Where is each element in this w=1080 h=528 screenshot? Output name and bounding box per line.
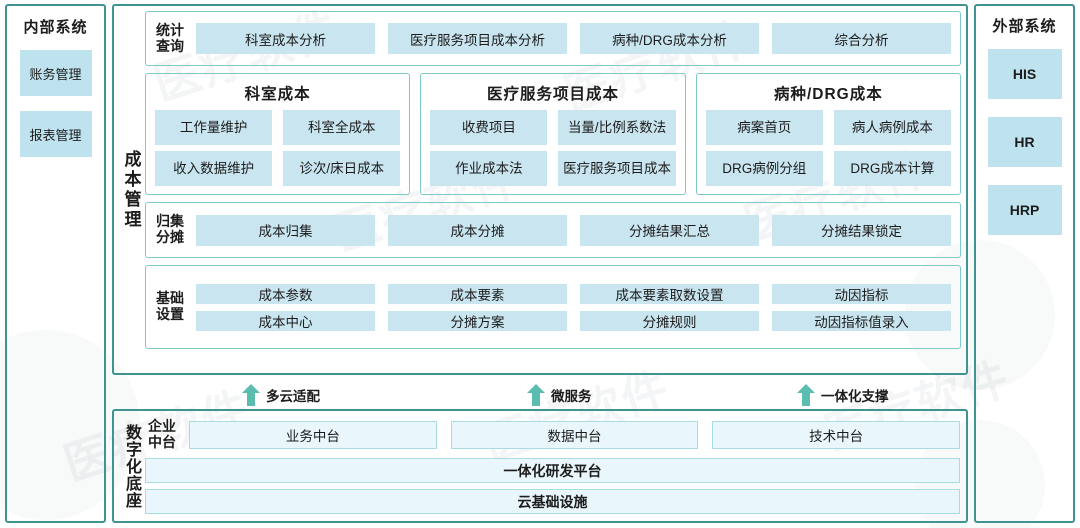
basic-setting-item-7[interactable]: 动因指标值录入 [772, 310, 951, 331]
platform-row-1[interactable]: 云基础设施 [145, 489, 960, 514]
platform-row-0[interactable]: 一体化研发平台 [145, 458, 960, 483]
cost-columns-row: 科室成本 工作量维护 科室全成本 收入数据维护 诊次/床日成本 医疗服务项目成本… [145, 73, 961, 195]
statistics-item-0[interactable]: 科室成本分析 [196, 23, 375, 54]
basic-settings-caption-line2: 设置 [156, 306, 184, 322]
basic-settings-grid: 成本参数 成本要素 成本要素取数设置 动因指标 成本中心 分摊方案 分摊规则 动… [196, 283, 951, 331]
digital-base-rows: 企业 中台 业务中台 数据中台 技术中台 一体化研发平台 云基础设施 [145, 416, 961, 516]
department-item-3[interactable]: 诊次/床日成本 [283, 151, 401, 186]
enterprise-caption-line1: 企业 [148, 418, 176, 435]
collection-allocation-row: 归集 分摊 成本归集 成本分摊 分摊结果汇总 分摊结果锁定 [145, 202, 961, 258]
internal-system-item-1[interactable]: 报表管理 [19, 111, 92, 157]
external-system-item-2[interactable]: HRP [987, 185, 1062, 235]
basic-settings-caption: 基础 设置 [153, 291, 187, 322]
medical-service-item-2[interactable]: 作业成本法 [430, 151, 548, 186]
arrow-up-icon [797, 384, 815, 406]
connector-multicloud: 多云适配 [242, 384, 320, 406]
cost-column-drg-title: 病种/DRG成本 [773, 86, 883, 103]
cost-management-rows: 统计 查询 科室成本分析 医疗服务项目成本分析 病种/DRG成本分析 综合分析 … [145, 11, 961, 368]
arrow-up-icon [242, 384, 260, 406]
medical-service-item-1[interactable]: 当量/比例系数法 [558, 110, 676, 145]
drg-item-0[interactable]: 病案首页 [705, 110, 823, 145]
enterprise-platform-tiles: 业务中台 数据中台 技术中台 [189, 421, 961, 449]
connector-microservice-label: 微服务 [551, 389, 592, 404]
enterprise-platform-caption: 企业 中台 [145, 419, 179, 450]
cost-management-label: 成本管理 [121, 149, 141, 230]
collection-item-3[interactable]: 分摊结果锁定 [772, 214, 951, 246]
basic-setting-item-2[interactable]: 成本要素取数设置 [580, 283, 759, 304]
internal-systems-title: 内部系统 [23, 19, 88, 36]
medical-service-item-0[interactable]: 收费项目 [430, 110, 548, 145]
cost-column-drg-grid: 病案首页 病人病例成本 DRG病例分组 DRG成本计算 [705, 110, 951, 186]
basic-setting-item-5[interactable]: 分摊方案 [388, 310, 567, 331]
statistics-item-1[interactable]: 医疗服务项目成本分析 [388, 23, 567, 54]
external-system-item-0[interactable]: HIS [987, 49, 1062, 99]
department-item-2[interactable]: 收入数据维护 [155, 151, 273, 186]
statistics-query-row: 统计 查询 科室成本分析 医疗服务项目成本分析 病种/DRG成本分析 综合分析 [145, 11, 961, 66]
collection-caption-line1: 归集 [156, 213, 184, 230]
cost-column-drg: 病种/DRG成本 病案首页 病人病例成本 DRG病例分组 DRG成本计算 [695, 73, 961, 195]
statistics-query-tiles: 科室成本分析 医疗服务项目成本分析 病种/DRG成本分析 综合分析 [196, 23, 951, 54]
enterprise-item-2[interactable]: 技术中台 [712, 421, 961, 449]
center-column: 成本管理 统计 查询 科室成本分析 医疗服务项目成本分析 病种/DRG成本分析 … [112, 4, 968, 523]
arrow-up-icon [527, 384, 545, 406]
connector-integration-label: 一体化支撑 [821, 389, 889, 404]
enterprise-item-1[interactable]: 数据中台 [450, 421, 699, 449]
drg-item-2[interactable]: DRG病例分组 [705, 151, 823, 186]
statistics-item-2[interactable]: 病种/DRG成本分析 [580, 23, 759, 54]
digital-base-panel: 数字化底座 企业 中台 业务中台 数据中台 技术中台 一体化研发平台 云基础设施 [112, 409, 968, 523]
cost-column-department-grid: 工作量维护 科室全成本 收入数据维护 诊次/床日成本 [155, 110, 401, 186]
connector-band: 多云适配 微服务 一体化支撑 [112, 375, 968, 409]
cost-column-medical-service-grid: 收费项目 当量/比例系数法 作业成本法 医疗服务项目成本 [430, 110, 676, 186]
basic-setting-item-0[interactable]: 成本参数 [196, 283, 375, 304]
basic-setting-item-1[interactable]: 成本要素 [388, 283, 567, 304]
enterprise-platform-row: 企业 中台 业务中台 数据中台 技术中台 [145, 418, 961, 452]
statistics-query-caption: 统计 查询 [153, 21, 187, 54]
collection-item-2[interactable]: 分摊结果汇总 [580, 214, 759, 246]
external-systems-panel: 外部系统 HIS HR HRP [974, 4, 1075, 523]
department-item-1[interactable]: 科室全成本 [283, 110, 401, 145]
cost-column-department-title: 科室成本 [244, 86, 311, 103]
basic-settings-caption-line1: 基础 [156, 290, 184, 307]
connector-multicloud-label: 多云适配 [266, 389, 320, 404]
basic-setting-item-4[interactable]: 成本中心 [196, 310, 375, 331]
digital-base-label: 数字化底座 [123, 423, 140, 509]
department-item-0[interactable]: 工作量维护 [155, 110, 273, 145]
statistics-query-caption-line1: 统计 [156, 21, 184, 38]
statistics-query-caption-line2: 查询 [156, 37, 184, 54]
enterprise-item-0[interactable]: 业务中台 [189, 421, 437, 449]
connector-integration: 一体化支撑 [797, 384, 889, 406]
cost-column-medical-service-title: 医疗服务项目成本 [486, 86, 619, 103]
collection-caption-line2: 分摊 [156, 229, 184, 245]
basic-setting-item-6[interactable]: 分摊规则 [580, 310, 759, 331]
drg-item-1[interactable]: 病人病例成本 [833, 110, 951, 145]
internal-systems-panel: 内部系统 账务管理 报表管理 [5, 4, 106, 523]
external-system-item-1[interactable]: HR [987, 117, 1062, 167]
collection-item-1[interactable]: 成本分摊 [388, 214, 567, 246]
basic-settings-row: 基础 设置 成本参数 成本要素 成本要素取数设置 动因指标 成本中心 分摊方案 … [145, 265, 961, 349]
cost-column-department: 科室成本 工作量维护 科室全成本 收入数据维护 诊次/床日成本 [145, 73, 411, 195]
drg-item-3[interactable]: DRG成本计算 [833, 151, 951, 186]
collection-item-0[interactable]: 成本归集 [196, 214, 375, 246]
medical-service-item-3[interactable]: 医疗服务项目成本 [558, 151, 676, 186]
statistics-item-3[interactable]: 综合分析 [772, 23, 951, 54]
external-systems-title: 外部系统 [992, 18, 1057, 35]
collection-allocation-tiles: 成本归集 成本分摊 分摊结果汇总 分摊结果锁定 [196, 214, 951, 246]
cost-management-panel: 成本管理 统计 查询 科室成本分析 医疗服务项目成本分析 病种/DRG成本分析 … [112, 4, 968, 375]
connector-microservice: 微服务 [527, 384, 592, 406]
basic-setting-item-3[interactable]: 动因指标 [772, 283, 951, 304]
enterprise-caption-line2: 中台 [148, 434, 176, 450]
internal-system-item-0[interactable]: 账务管理 [19, 50, 92, 96]
collection-allocation-caption: 归集 分摊 [153, 214, 187, 245]
cost-column-medical-service: 医疗服务项目成本 收费项目 当量/比例系数法 作业成本法 医疗服务项目成本 [420, 73, 686, 195]
